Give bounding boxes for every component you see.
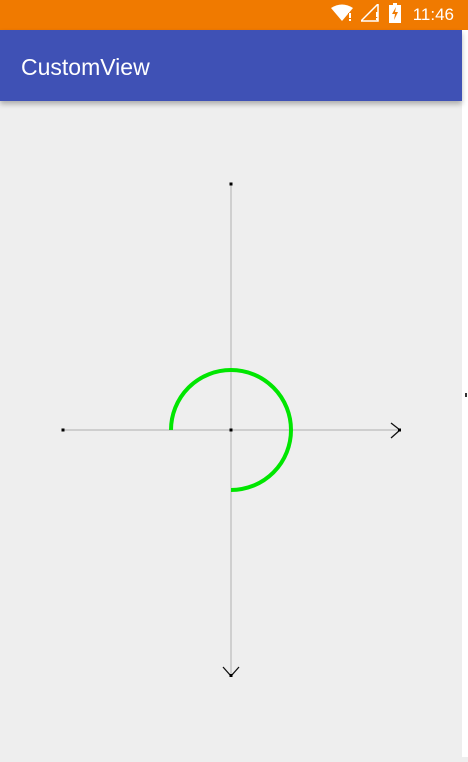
green-arc <box>169 368 293 492</box>
app-bar: CustomView <box>0 30 462 101</box>
center-point <box>229 428 233 432</box>
wifi-icon <box>330 4 353 27</box>
status-icons: 11:46 <box>330 0 454 30</box>
status-bar: 11:46 <box>0 0 468 30</box>
top-point <box>229 182 233 186</box>
status-time: 11:46 <box>412 5 454 24</box>
app-title: CustomView <box>21 54 150 80</box>
battery-charging-icon <box>388 2 401 28</box>
signal-icon <box>358 1 381 27</box>
bottom-point <box>229 674 233 677</box>
right-point <box>398 428 401 432</box>
left-point <box>61 428 65 432</box>
custom-view-drawing <box>61 182 402 677</box>
custom-view-canvas <box>0 101 462 757</box>
edge-marker <box>465 393 467 397</box>
